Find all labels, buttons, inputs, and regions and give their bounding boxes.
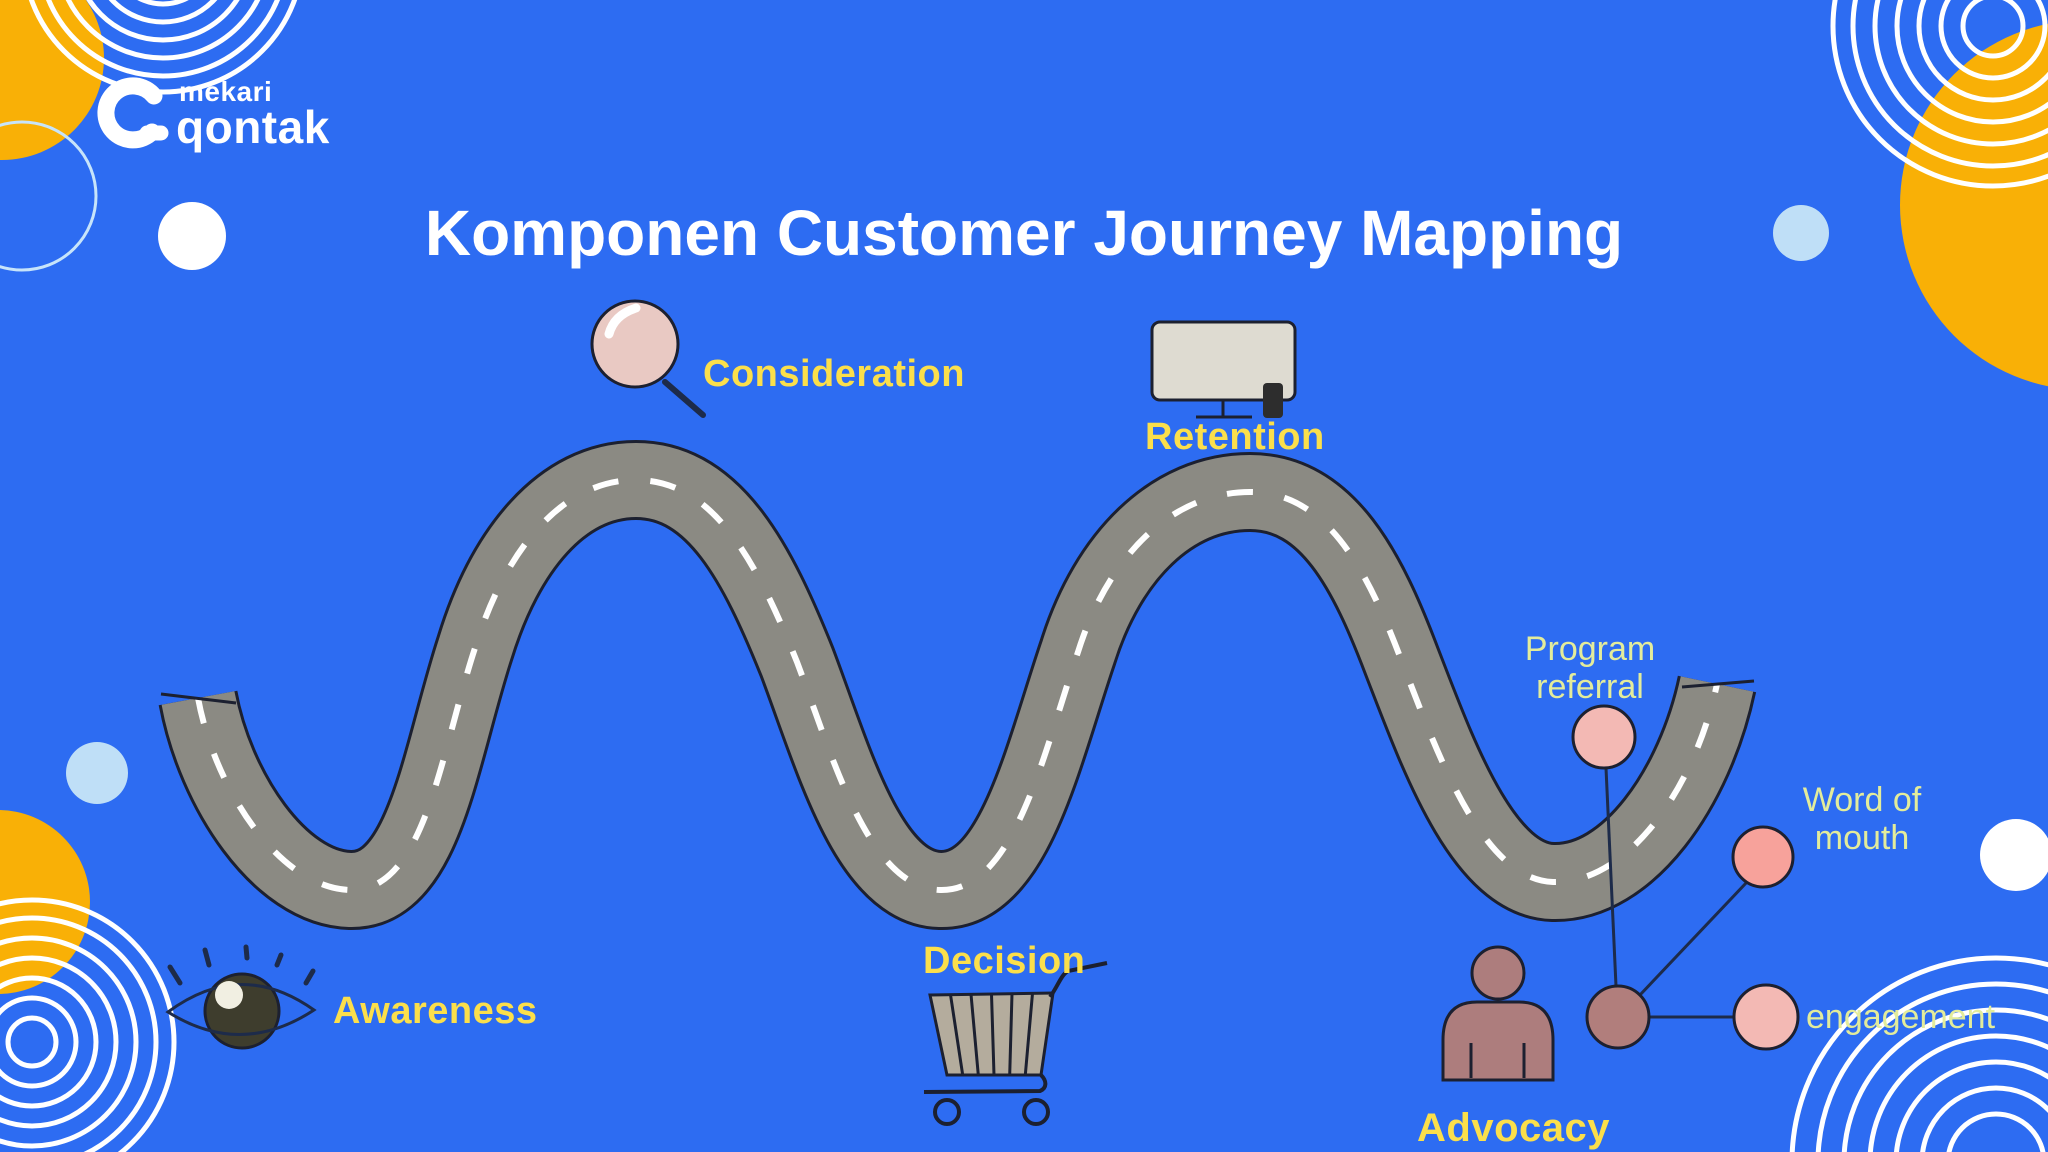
road-start-cap (160, 692, 237, 705)
sub-label-word-of-mouth: Word of mouth (1762, 781, 1962, 857)
white-circle (1980, 819, 2048, 891)
engagement-node (1732, 983, 1800, 1051)
stage-label-advocacy: Advocacy (1417, 1106, 1610, 1150)
light-blue-circle (1773, 205, 1829, 261)
sub-label-line: Word of (1802, 781, 1922, 819)
advocacy-network (1571, 704, 1800, 1051)
yellow-circle (1900, 23, 2048, 387)
eye-icon (165, 944, 317, 1050)
monitor-stand (1196, 400, 1252, 419)
page-title: Komponen Customer Journey Mapping (424, 197, 1624, 269)
sub-label-line: referral (1536, 668, 1644, 706)
stage-label-decision: Decision (923, 940, 1086, 982)
phone-icon (1263, 383, 1283, 418)
outline-circle (0, 120, 98, 272)
magnifier-icon (590, 299, 706, 418)
sub-label-program-referral: Program referral (1490, 630, 1690, 706)
person-icon (1441, 945, 1555, 1082)
road-end-cap (1681, 679, 1755, 689)
concentric-rings-icon (0, 897, 177, 1152)
decor-bottom-right (1789, 819, 2048, 1152)
concentric-rings-icon (28, 0, 298, 95)
person-arms (1469, 1043, 1526, 1078)
stage-label-retention: Retention (1145, 416, 1325, 458)
sub-label-line: Program (1524, 630, 1656, 668)
network-edges (1604, 767, 1749, 1019)
cart-icon (923, 961, 1108, 1126)
light-blue-circle (66, 742, 128, 804)
cart-frame (923, 1073, 1048, 1094)
logo-brand-bottom: qontak (176, 101, 330, 153)
sub-label-engagement: engagement (1806, 998, 1996, 1036)
decor-bottom-left (0, 897, 177, 1152)
white-circle (158, 202, 226, 270)
journey-road (158, 439, 1757, 930)
road-center-dashes (195, 476, 1720, 894)
logo-brand-top: mekari (179, 76, 273, 107)
concentric-rings-icon (1789, 955, 2048, 1152)
decor-top-right (1773, 0, 2048, 387)
program-referral-node (1571, 704, 1637, 770)
decor-left-middle (0, 742, 128, 994)
stage-label-awareness: Awareness (333, 990, 538, 1032)
eyelashes (167, 944, 316, 986)
stage-label-consideration: Consideration (703, 353, 965, 395)
cart-handle (1048, 961, 1108, 999)
cart-stripes (949, 993, 1034, 1076)
mekari-qontak-logo-icon (97, 77, 169, 149)
word-of-mouth-node (1731, 825, 1795, 889)
network-hub-node (1585, 984, 1651, 1050)
monitor-icon (1150, 320, 1297, 419)
concentric-rings-icon (1830, 0, 2048, 189)
sub-label-line: mouth (1814, 819, 1910, 857)
decor-top-left (0, 0, 298, 272)
